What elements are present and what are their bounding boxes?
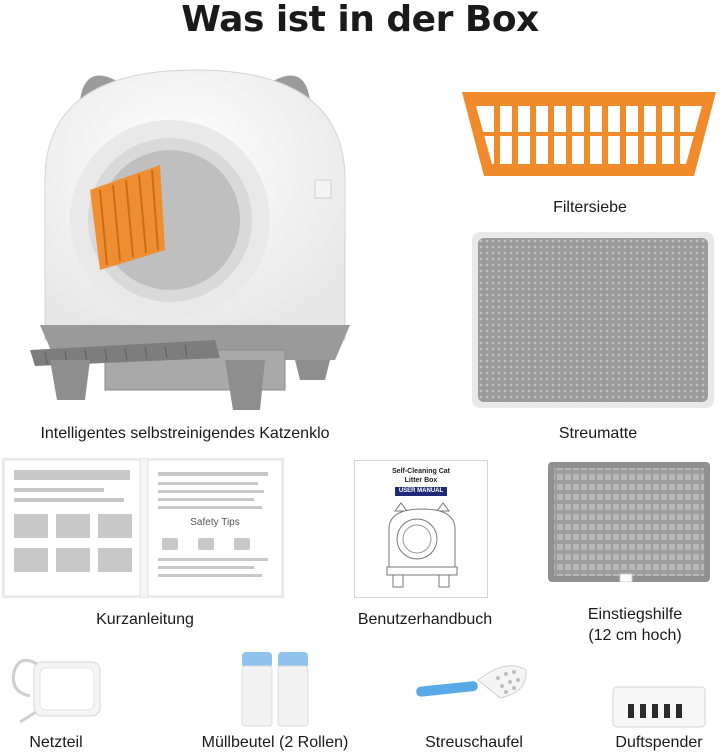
- item-label-filter-sieve: Filtersiebe: [553, 199, 627, 216]
- manual-heading-line2: Litter Box: [404, 477, 438, 484]
- fragrance-dispenser-image: [612, 686, 706, 728]
- power-adapter-image: [10, 652, 106, 726]
- quick-guide-section: Safety Tips: [190, 517, 240, 528]
- user-manual-image: Self-Cleaning Cat Litter Box USER MANUAL: [354, 460, 488, 598]
- entry-step-image: [548, 462, 710, 582]
- item-label-scoop: Streuschaufel: [425, 734, 523, 751]
- manual-heading-line1: Self-Cleaning Cat: [392, 468, 450, 475]
- manual-badge: USER MANUAL: [395, 487, 447, 496]
- filter-sieve-image: [460, 88, 718, 180]
- litter-box-image: [25, 60, 365, 420]
- manual-heading: Self-Cleaning Cat Litter Box: [355, 467, 487, 485]
- item-label-entry-step: Einstiegshilfe: [587, 606, 683, 623]
- manual-cover-drawing: [385, 501, 459, 589]
- item-sublabel-entry-step: (12 cm hoch): [588, 627, 682, 644]
- item-label-fragrance-dispenser: Duftspender: [615, 734, 703, 751]
- item-label-waste-bags: Müllbeutel (2 Rollen): [201, 734, 349, 751]
- item-label-power-adapter: Netzteil: [29, 734, 83, 751]
- page-title: Was ist in der Box: [181, 0, 539, 40]
- item-label-quick-guide: Kurzanleitung: [96, 611, 194, 628]
- quick-guide-image: [2, 458, 284, 598]
- waste-bags-image: [240, 652, 310, 728]
- item-label-litter-box: Intelligentes selbstreinigendes Katzenkl…: [40, 425, 330, 442]
- litter-mat-image: [472, 232, 714, 408]
- item-label-litter-mat: Streumatte: [558, 425, 638, 442]
- scoop-image: [416, 656, 528, 706]
- item-label-user-manual: Benutzerhandbuch: [357, 611, 493, 628]
